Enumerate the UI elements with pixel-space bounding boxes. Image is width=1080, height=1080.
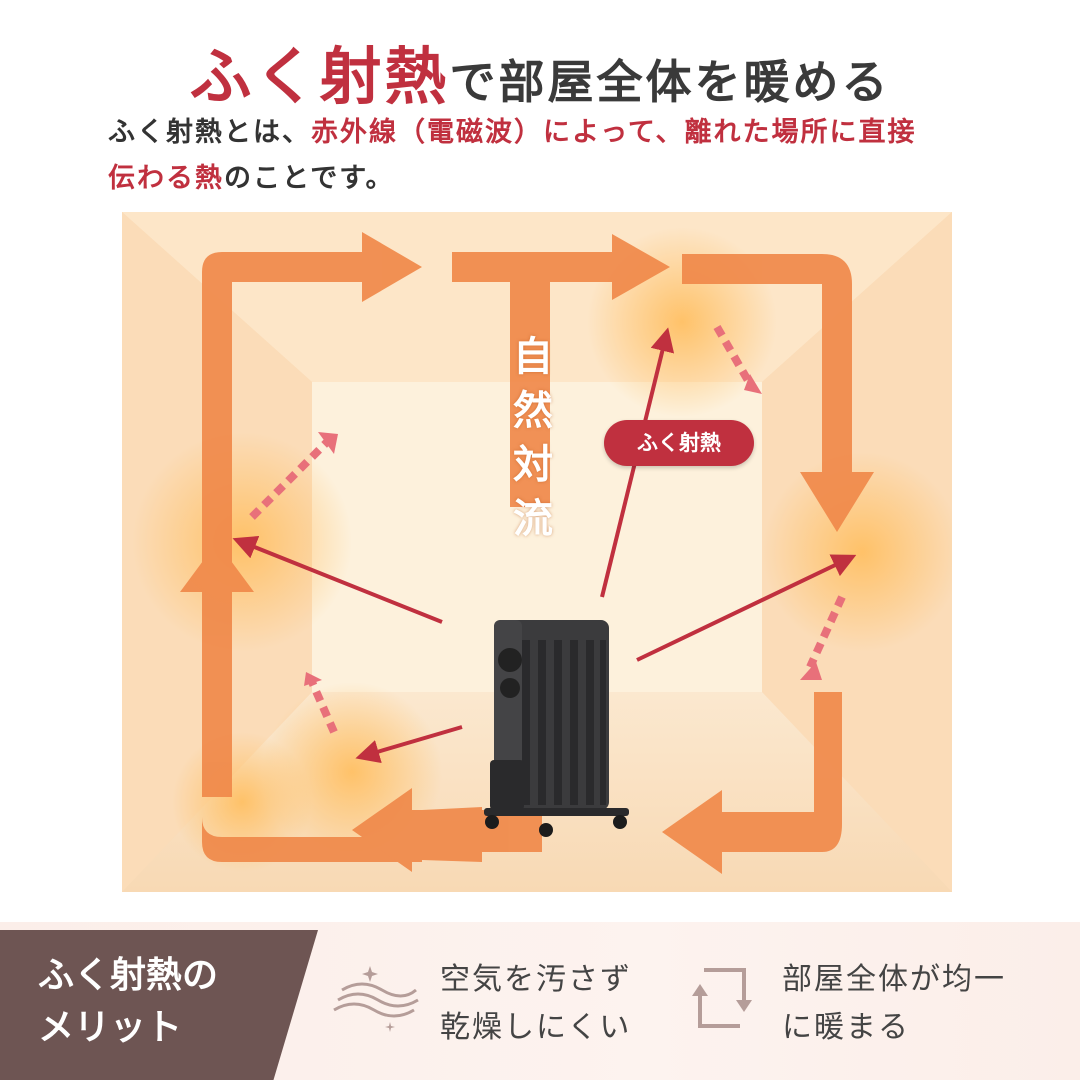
- merit-heading-line-2: メリット: [38, 1007, 183, 1048]
- merit-item-2-line-1: 部屋全体が均一: [782, 962, 1006, 997]
- convection-arrows: [180, 232, 874, 874]
- description-highlight-1: 赤外線（電磁波）によって、離れた場所に直接: [311, 117, 917, 148]
- merit-heading-box: [0, 930, 318, 1080]
- description-part-1: ふく射熱とは、: [108, 117, 311, 148]
- description-highlight-2: 伝わる熱: [108, 163, 224, 194]
- circulation-icon: [692, 968, 752, 1028]
- reflect-arrows: [249, 324, 846, 734]
- merit-item-1-line-2: 乾燥しにくい: [440, 1010, 632, 1045]
- air-wave-icon: [333, 966, 419, 1032]
- merit-item-2: 部屋全体が均一 に暖まる: [782, 956, 1006, 1052]
- description-part-2: のことです。: [224, 163, 395, 194]
- merit-item-1: 空気を汚さず 乾燥しにくい: [440, 956, 632, 1052]
- merit-heading-line-1: ふく射熱の: [38, 955, 219, 996]
- title-accent: ふく射熱: [189, 40, 450, 113]
- description: ふく射熱とは、赤外線（電磁波）によって、離れた場所に直接 伝わる熱のことです。: [108, 110, 1008, 202]
- title-rest: で部屋全体を暖める: [449, 55, 891, 109]
- convection-label: 自然対流: [513, 334, 553, 542]
- radiant-heat-tag: ふく射熱: [604, 420, 754, 466]
- page-title: ふく射熱で部屋全体を暖める: [0, 26, 1080, 116]
- oil-heater-image: [484, 620, 629, 837]
- room-diagram: 自然対流 ふく射熱: [122, 212, 952, 892]
- merit-item-2-line-2: に暖まる: [782, 1010, 910, 1045]
- merit-heading: ふく射熱の メリット: [38, 950, 278, 1054]
- merit-item-1-line-1: 空気を汚さず: [440, 962, 632, 997]
- room-illustration: [122, 212, 952, 892]
